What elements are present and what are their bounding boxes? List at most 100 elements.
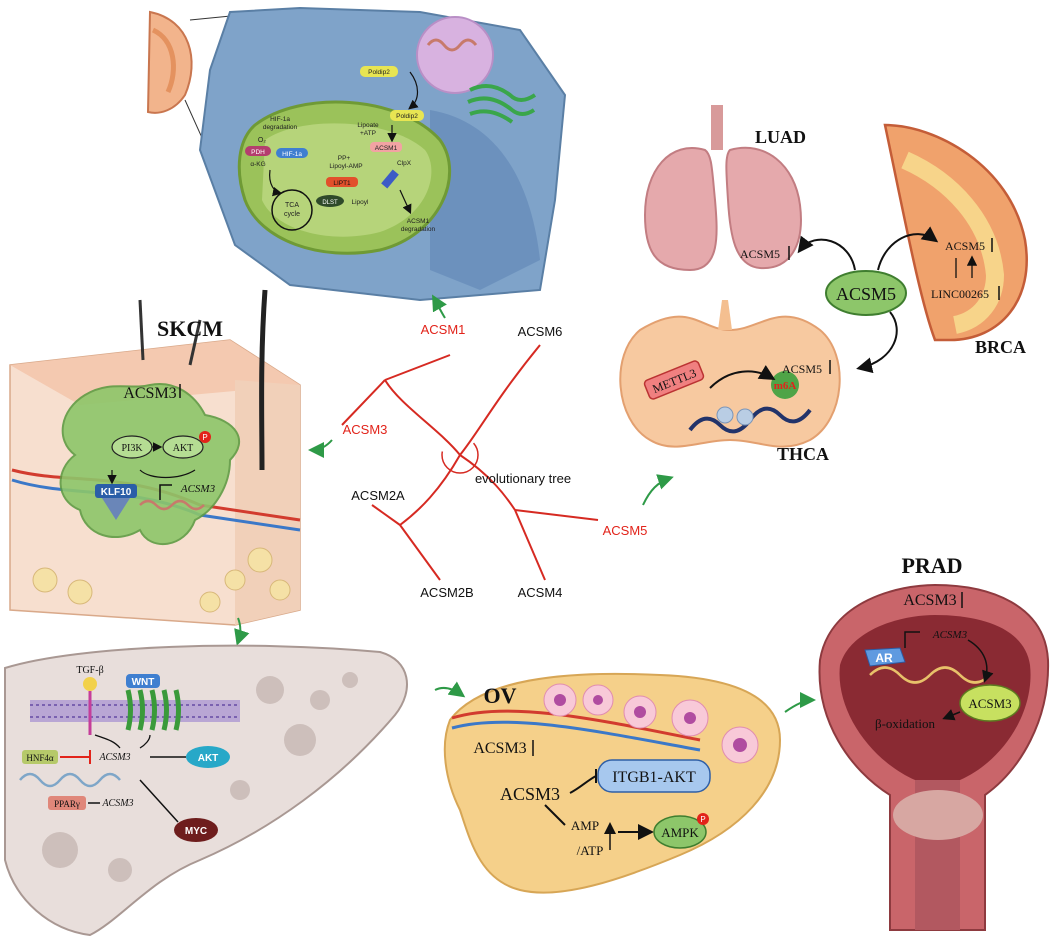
fat-cells — [32, 547, 291, 613]
pdh-badge — [245, 146, 271, 156]
skcm-panel: SKCM ACSM3 PI3K AKT P KLF10 ACSM3 — [9, 289, 301, 626]
arrow-to-liver — [234, 617, 250, 646]
ribosome-1-icon — [716, 406, 734, 424]
klf10-protein-icon — [102, 498, 130, 520]
cell-membrane — [30, 700, 240, 722]
luad-acsm5-label: ACSM5 — [740, 247, 780, 261]
liver-akt-node — [186, 746, 230, 768]
ampk-label: AMPK — [661, 825, 699, 840]
wnt-arrow — [139, 734, 151, 749]
tree-node-acsm5: ACSM5 — [603, 523, 648, 538]
tree-branch-acsm4 — [514, 509, 546, 581]
liver-acsm3-gene-2: ACSM3 — [101, 798, 133, 809]
cell-arrow-4 — [399, 189, 412, 215]
itgb1-node — [597, 759, 711, 793]
skcm-dna-icon — [139, 499, 205, 511]
nucleus — [416, 16, 494, 94]
tree-branch-acsm6 — [459, 344, 541, 456]
tree-node-acsm2b: ACSM2B — [420, 585, 473, 600]
ov-phospho-label: P — [700, 815, 705, 824]
evolutionary-tree: evolutionary tree ACSM1 ACSM3 ACSM6 ACSM… — [341, 322, 648, 600]
poldip2-mid-label: Poldip2 — [396, 113, 418, 120]
pdh-label: PDH — [251, 149, 265, 156]
acsm1-label: ACSM1 — [375, 145, 398, 152]
acsm5-to-thyroid-arrow — [856, 311, 898, 374]
hnf4a-badge — [22, 750, 58, 764]
endoplasmic-reticulum — [467, 84, 537, 124]
o2-label: O₂ — [258, 137, 266, 144]
skcm-acsm3-gene: ACSM3 — [180, 483, 216, 495]
acsm3-itgb1-inhibit-line — [569, 775, 597, 794]
acsm1-degradation-label-2: degradation — [401, 226, 436, 233]
hair-1-icon — [138, 299, 145, 361]
skcm-title: SKCM — [157, 316, 223, 341]
hif1a-label: HIF-1a — [282, 151, 302, 158]
akt-node — [162, 435, 204, 459]
tgfb-label: TGF-β — [76, 665, 103, 676]
tree-branch-acsm2 — [399, 454, 461, 526]
ov-acsm3-level-label: ACSM3 — [473, 740, 526, 757]
klf10-label: KLF10 — [101, 487, 132, 498]
tree-center-label: evolutionary tree — [475, 471, 571, 486]
tca-cycle-ring — [271, 189, 313, 231]
acsm1-degradation-label-1: ACSM1 — [407, 218, 430, 225]
liver-akt-label: AKT — [198, 753, 219, 764]
brca-acsm5-label: ACSM5 — [945, 239, 985, 253]
dlst-label: DLST — [322, 200, 338, 206]
arrow-to-thca — [642, 474, 674, 506]
brca-title: BRCA — [975, 337, 1026, 357]
skcm-acsm3-label: ACSM3 — [123, 385, 176, 402]
thca-acsm5-label: ACSM5 — [782, 362, 822, 376]
akt-label: AKT — [173, 443, 194, 454]
phospho-label: P — [202, 433, 207, 442]
klf10-badge — [95, 484, 137, 498]
tree-root-ring — [441, 436, 479, 474]
hif1a-badge — [276, 148, 308, 158]
cell-shadow — [430, 110, 540, 290]
tree-node-acsm4: ACSM4 — [518, 585, 563, 600]
liver-illustration — [4, 644, 408, 937]
ov-acsm3-label: ACSM3 — [500, 784, 560, 804]
tgfb-arrow — [94, 734, 121, 749]
cell-arrow-1 — [408, 71, 419, 110]
tca-label-1: TCA — [285, 202, 299, 209]
acsm5-center-node — [825, 270, 907, 316]
atp-label: +ATP — [360, 130, 376, 137]
prad-acsm3-label: ACSM3 — [968, 696, 1011, 711]
ov-title: OV — [484, 683, 517, 708]
gene-promoter-line — [159, 484, 172, 500]
pi3k-label: PI3K — [121, 443, 143, 454]
ppar-label: PPARγ — [54, 799, 80, 809]
pp-label: PP+ — [338, 155, 351, 162]
arrow-to-cell-panel — [432, 294, 447, 319]
myc-node — [174, 818, 218, 842]
m6a-node — [771, 371, 799, 399]
poldip2-top-badge — [360, 66, 398, 77]
tree-node-acsm6: ACSM6 — [518, 324, 563, 339]
mettl3-badge — [643, 360, 705, 400]
arrow-to-skcm — [308, 439, 333, 458]
tree-node-acsm2a: ACSM2A — [351, 488, 405, 503]
tree-branch-acsm1-acsm3 — [384, 379, 461, 456]
liver-texture — [42, 672, 358, 882]
akg-label: α-KG — [250, 161, 265, 168]
phospho-icon — [199, 431, 211, 443]
wnt-badge — [126, 674, 160, 688]
ampk-node — [653, 815, 707, 849]
myc-inhibit-line — [139, 779, 179, 823]
tgfb-ligand-icon — [83, 677, 97, 691]
tree-branch-acsm5 — [514, 509, 599, 521]
tree-branch-acsm2b — [399, 524, 441, 581]
prad-acsm3-gene: ACSM3 — [932, 629, 968, 641]
hair-2-icon — [188, 319, 202, 366]
wnt-label: WNT — [132, 677, 155, 688]
ppar-badge — [48, 796, 86, 810]
breast-fat-tissue — [901, 151, 1005, 334]
arrow-to-prad — [784, 692, 816, 713]
ar-badge — [864, 647, 906, 667]
hif-degradation-label-1: HIF-1a — [270, 116, 290, 123]
prostate — [893, 790, 983, 840]
lipt1-label: LIPT1 — [333, 180, 351, 187]
thyroid-isthmus — [718, 300, 732, 330]
clpx-icon — [381, 169, 399, 189]
